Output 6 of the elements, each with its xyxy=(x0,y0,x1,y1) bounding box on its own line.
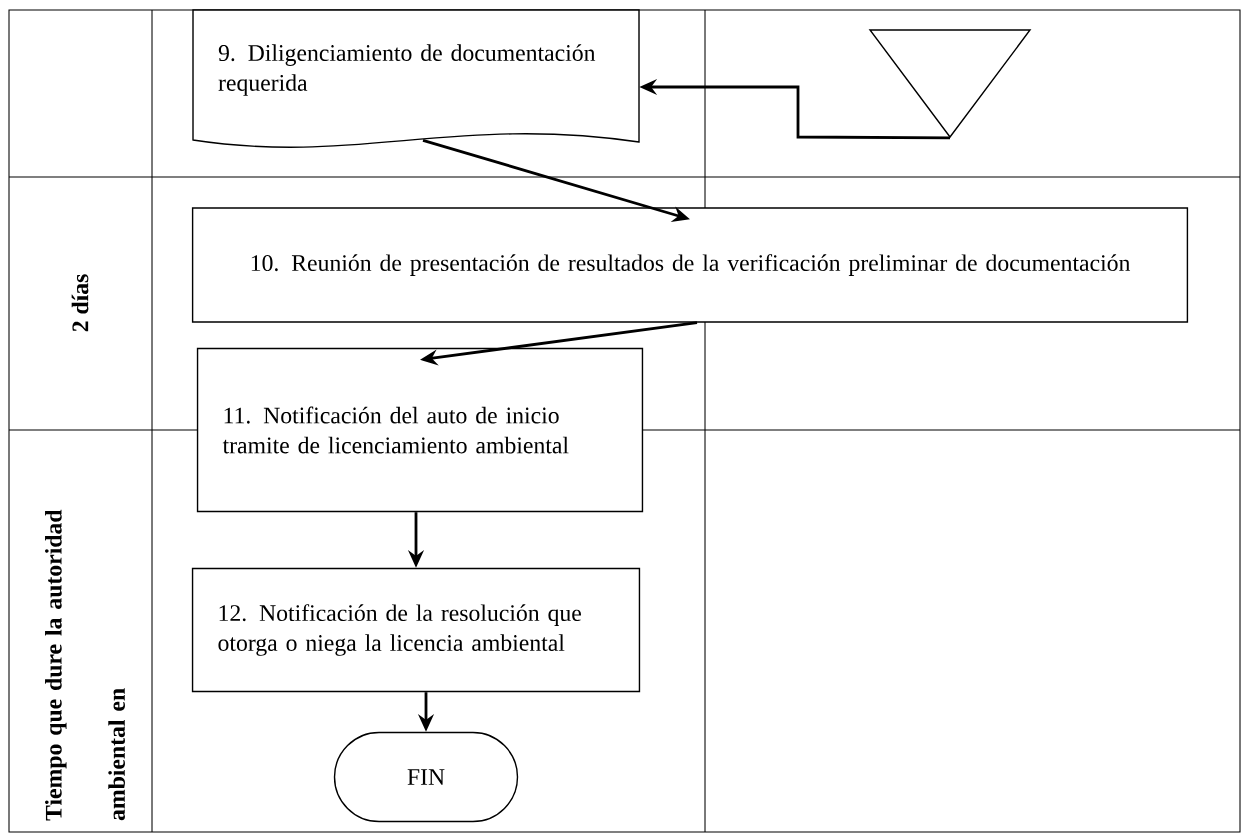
process-box: 10. Reunión de presentación de resultados de la verificación preliminar de documentación xyxy=(191,207,1189,323)
process-box: 11. Notificación del auto de inicio tramite de licenciamiento ambiental xyxy=(196,347,644,513)
process-box: 12. Notificación de la resolución que otorga o niega la licencia ambiental xyxy=(191,567,641,693)
row-label: 2 días xyxy=(71,274,89,332)
terminator: FIN xyxy=(333,731,519,823)
row-label: Tiempo que dure la autoridad ambiental en xyxy=(45,509,125,821)
